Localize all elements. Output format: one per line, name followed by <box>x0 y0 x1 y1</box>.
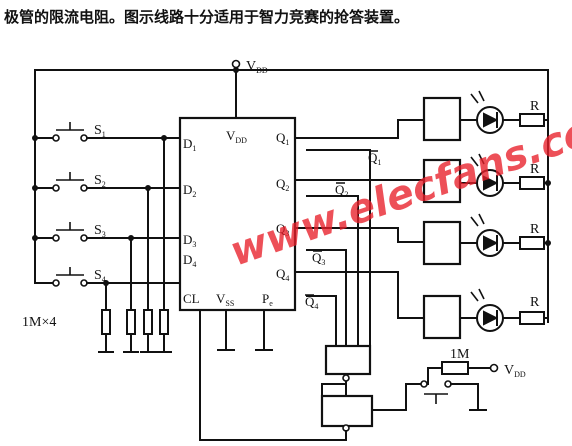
caption-text: 极管的限流电阻。图示线路十分适用于智力竞赛的抢答装置。 <box>4 8 409 26</box>
led-channel-1: R <box>422 90 549 142</box>
ic-vdd-pin: VDD <box>226 128 247 145</box>
pulldown-resistors <box>98 135 172 353</box>
ic-pin-pe: Pe <box>262 291 273 308</box>
ic-pin-d3: D3 <box>183 232 196 249</box>
control-gate-upper <box>324 344 372 385</box>
svg-text:S3: S3 <box>94 223 106 239</box>
svg-text:1M: 1M <box>450 347 470 362</box>
led-channel-3: R <box>422 213 549 266</box>
ic-pin-vss: VSS <box>216 291 234 308</box>
ic-pin-d4: D4 <box>183 252 196 269</box>
ic-pin-d2: D2 <box>183 182 196 199</box>
svg-text:R: R <box>530 295 540 310</box>
switch-s3: S3 <box>34 222 181 242</box>
ic-ground-pins <box>217 309 273 351</box>
led-channel-2: R <box>422 153 549 204</box>
vdd-bus-wire <box>34 69 549 323</box>
ic-pin-q4: Q4 <box>276 266 289 283</box>
qbar-output-wires <box>306 149 371 347</box>
qbar-label-3: Q3 <box>312 250 325 267</box>
qbar-label-1: Q1 <box>368 150 381 167</box>
svg-text:VDD: VDD <box>246 59 268 75</box>
qbar-overbars <box>305 150 378 296</box>
qbar-label-4: Q4 <box>305 294 318 311</box>
ic-pin-cl: CL <box>183 291 200 306</box>
ic-pin-q2: Q2 <box>276 176 289 193</box>
ic-pin-d1: D1 <box>183 136 196 153</box>
latch-ic <box>178 116 297 312</box>
svg-text:R: R <box>530 99 540 114</box>
pulldown-label: 1M×4 <box>22 315 56 330</box>
svg-text:S4: S4 <box>94 268 106 284</box>
svg-text:S2: S2 <box>94 173 106 189</box>
switch-s2: S2 <box>34 172 181 192</box>
reset-switch: 1M VDD <box>371 347 526 411</box>
ic-pin-q1: Q1 <box>276 130 289 147</box>
svg-text:S1: S1 <box>94 123 106 139</box>
switch-s1: S1 <box>34 122 181 142</box>
qbar-label-2: Q2 <box>335 182 348 199</box>
svg-text:R: R <box>530 222 540 237</box>
led-channel-4: R <box>422 288 549 340</box>
svg-text:VDD: VDD <box>504 363 526 379</box>
vdd-terminal-top: VDD <box>231 59 268 75</box>
ic-pin-q3: Q3 <box>276 221 289 238</box>
svg-text:R: R <box>530 162 540 177</box>
